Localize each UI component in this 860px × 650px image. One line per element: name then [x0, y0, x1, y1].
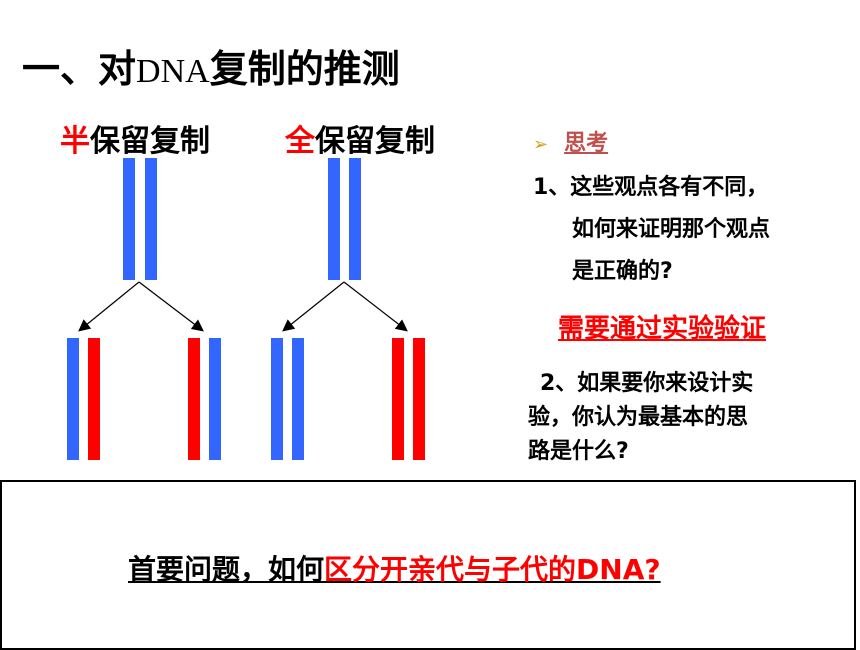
arrow-bullet-icon: ➢ — [533, 134, 549, 155]
semi-arrow-left — [78, 281, 140, 332]
answer-text: 需要通过实验验证 — [558, 314, 767, 344]
full-child2-new-strand-right — [413, 338, 425, 460]
slide-title: 一、对DNA复制的推测 — [22, 38, 400, 93]
key-question-box — [0, 480, 856, 650]
semi-child2-old-strand — [209, 338, 221, 460]
full-child2-new-strand-left — [392, 338, 404, 460]
semi-arrow-right — [138, 281, 204, 332]
semi-child1-old-strand — [67, 338, 79, 460]
full-child1-old-strand-left — [271, 338, 283, 460]
full-rest: 保留复制 — [315, 124, 435, 159]
think-heading: ➢ 思考 — [533, 125, 608, 157]
question-2-line-3: 路是什么? — [528, 439, 629, 464]
key-question-text: 首要问题，如何区分开亲代与子代的DNA? — [128, 548, 661, 588]
semi-child1-new-strand — [88, 338, 100, 460]
full-highlight: 全 — [285, 124, 315, 159]
semi-conservative-label: 半保留复制 — [60, 116, 210, 160]
question-1-line-2: 如何来证明那个观点 — [572, 217, 771, 242]
question-2-line-1: 2、如果要你来设计实 — [540, 371, 754, 396]
title-dna: DNA — [136, 53, 210, 90]
full-arrow-right — [343, 281, 408, 332]
title-suffix: 复制的推测 — [209, 47, 400, 91]
title-prefix: 一、对 — [22, 47, 137, 91]
full-arrow-left — [282, 281, 345, 332]
semi-parent-strand-left — [123, 158, 135, 280]
question-1-line-3: 是正确的? — [572, 259, 673, 284]
question-2-line-2: 验，你认为最基本的思 — [528, 405, 749, 430]
full-child1-old-strand-right — [292, 338, 304, 460]
conservative-label: 全保留复制 — [285, 116, 435, 160]
full-parent-strand-left — [328, 158, 340, 280]
key-question-highlight: 区分开亲代与子代的DNA? — [324, 553, 661, 586]
full-parent-strand-right — [349, 158, 361, 280]
think-heading-text: 思考 — [564, 131, 609, 156]
semi-child2-new-strand — [188, 338, 200, 460]
semi-highlight: 半 — [60, 124, 90, 159]
semi-parent-strand-right — [145, 158, 157, 280]
semi-rest: 保留复制 — [90, 124, 210, 159]
question-1-line-1: 1、这些观点各有不同， — [533, 175, 769, 200]
key-question-prefix: 首要问题，如何 — [128, 553, 325, 586]
